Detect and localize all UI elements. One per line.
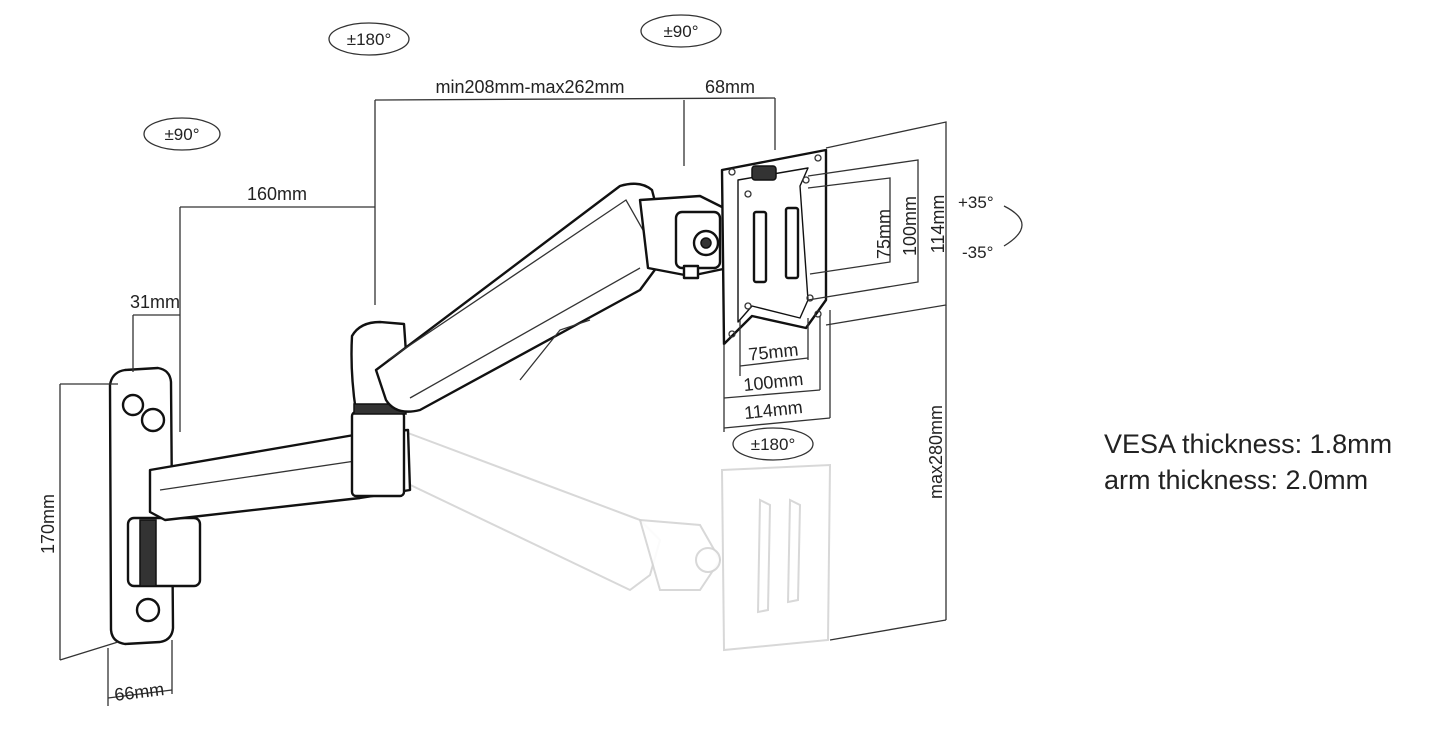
tilt-up-label: +35° [958, 193, 994, 212]
rotation-head-top: ±90° [663, 22, 698, 41]
rotate-arrow-icon [143, 117, 221, 151]
tilt-head [638, 194, 730, 280]
vesa-vertical-75: 75mm [874, 209, 894, 259]
tilt-arrow-icon [1003, 205, 1023, 247]
vesa-horizontal-100: 100mm [742, 369, 804, 395]
height-travel-dimension: max280mm [926, 405, 946, 499]
wall-bracket [108, 366, 202, 646]
head-depth-dimension: 68mm [705, 77, 755, 97]
bracket-height-dimension: 170mm [38, 494, 58, 554]
rotation-arm-base: ±90° [164, 125, 199, 144]
vesa-horizontal-114: 114mm [743, 397, 803, 423]
bracket-width-dimension: 66mm [113, 679, 165, 705]
vesa-thickness-spec: VESA thickness: 1.8mm [1104, 429, 1393, 459]
rotate-arrow-icon [328, 22, 410, 56]
rotation-plate: ±180° [751, 435, 796, 454]
upper-arm [350, 182, 670, 415]
dimension-lines [59, 97, 947, 706]
lower-arm [148, 410, 412, 522]
reach-dimension: min208mm-max262mm [435, 77, 624, 97]
arm-length-dimension: 160mm [247, 184, 307, 204]
offset-dimension: 31mm [130, 292, 180, 312]
tilt-down-label: -35° [962, 243, 993, 262]
ghost-lower-position [399, 428, 832, 652]
rotate-arrow-icon [640, 14, 722, 48]
vesa-horizontal-75: 75mm [747, 339, 799, 364]
vesa-plate [720, 148, 828, 346]
arm-thickness-spec: arm thickness: 2.0mm [1104, 465, 1369, 495]
rotation-arm-joint: ±180° [347, 30, 392, 49]
vesa-vertical-114: 114mm [928, 195, 948, 254]
rotation-indicators [143, 14, 1023, 461]
vesa-vertical-100: 100mm [900, 196, 920, 256]
rotate-arrow-icon [732, 427, 814, 461]
